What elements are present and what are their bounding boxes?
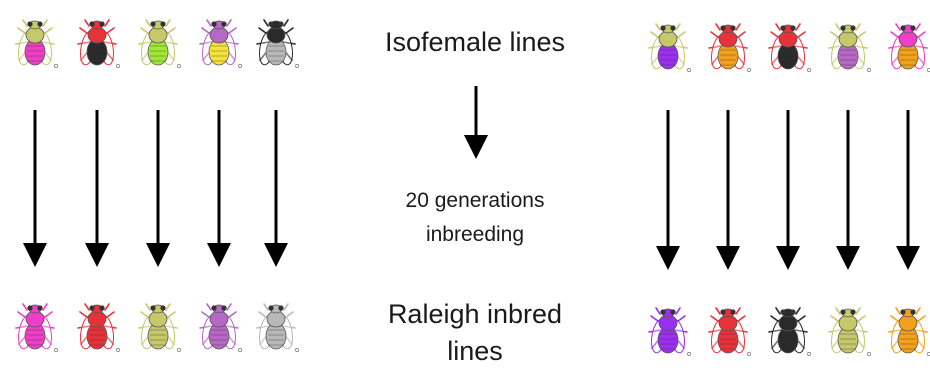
isofemale-lines-label: Isofemale lines — [330, 27, 620, 58]
fly-bottom-right-4 — [829, 308, 871, 356]
fly-top-left-2 — [78, 20, 120, 68]
fly-top-right-2 — [709, 24, 751, 72]
inbreeding-label-line1: 20 generations — [360, 184, 590, 218]
fly-top-right-5 — [889, 24, 930, 72]
fly-bottom-left-2 — [78, 304, 120, 352]
fly-bottom-right-3 — [769, 308, 811, 356]
fly-bottom-right-2 — [709, 308, 751, 356]
raleigh-inbred-lines-label: Raleigh inbred lines — [335, 296, 615, 370]
fly-bottom-right-5 — [889, 308, 930, 356]
fly-bottom-left-3 — [139, 304, 181, 352]
fly-bottom-left-5 — [257, 304, 299, 352]
raleigh-label-line2: lines — [335, 333, 615, 370]
fly-top-left-1 — [16, 20, 58, 68]
raleigh-label-line1: Raleigh inbred — [335, 296, 615, 333]
fly-bottom-left-4 — [200, 304, 242, 352]
fly-top-left-4 — [200, 20, 242, 68]
fly-top-left-3 — [139, 20, 181, 68]
fly-top-left-5 — [257, 20, 299, 68]
fly-top-right-4 — [829, 24, 871, 72]
inbreeding-label: 20 generations inbreeding — [360, 184, 590, 252]
fly-top-right-1 — [649, 24, 691, 72]
inbreeding-label-line2: inbreeding — [360, 218, 590, 252]
fly-top-right-3 — [769, 24, 811, 72]
fly-bottom-right-1 — [649, 308, 691, 356]
fly-bottom-left-1 — [16, 304, 58, 352]
